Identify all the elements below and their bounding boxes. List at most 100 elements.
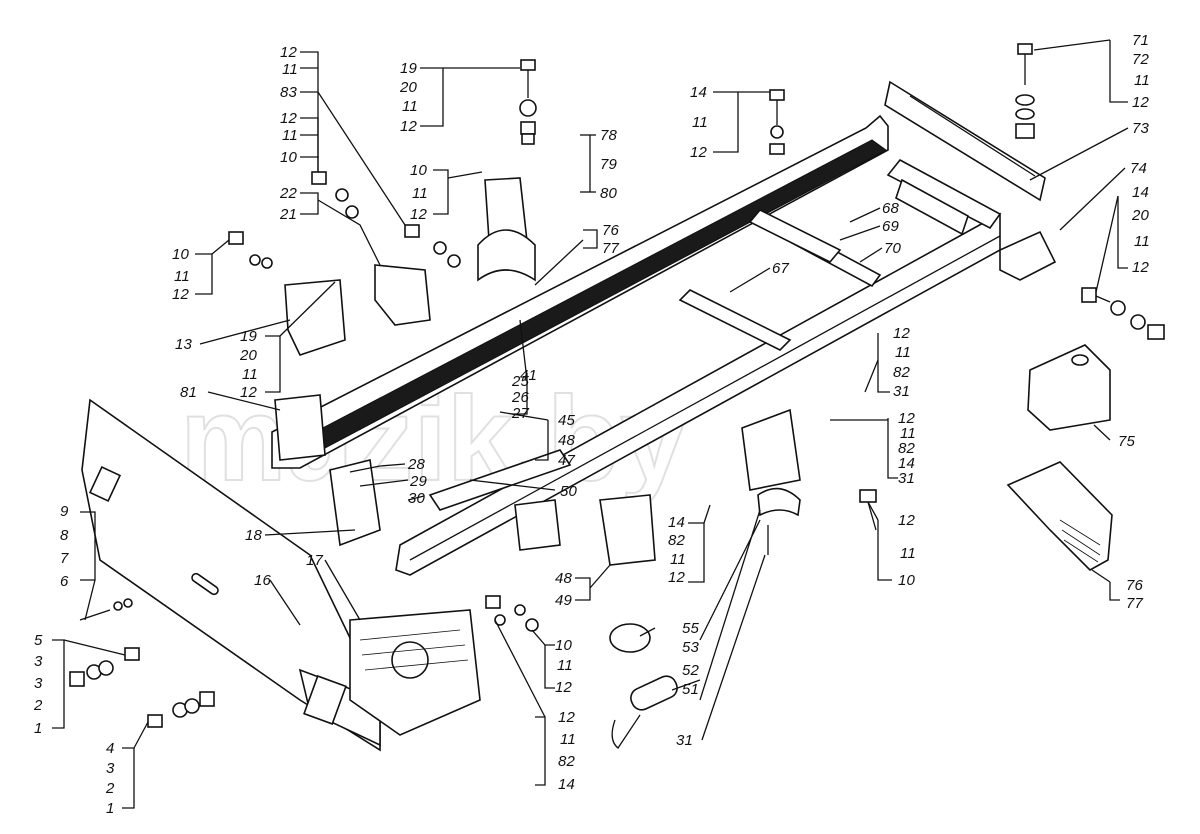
callout: 12 [410,206,428,223]
callout: 31 [898,470,915,487]
bolt-71-head [1017,43,1033,55]
callout: 12 [400,118,418,135]
leader-16 [269,579,301,626]
callout: 16 [254,572,272,589]
leader-45-48-47 [535,420,549,461]
callout: 11 [1134,72,1150,89]
tow-hook-pin [391,641,429,679]
engine-mount-81 [274,394,326,461]
small-parts [69,43,1165,749]
callout: 10 [898,572,916,589]
leader-28 [349,463,406,473]
callout: 20 [399,79,418,96]
callout: 12 [668,569,686,586]
callout: 3 [34,653,43,670]
callout: 12 [172,286,190,303]
leader-71-72 [1109,40,1128,103]
bracket-21 [374,264,431,326]
leader-81 [207,391,281,411]
front-cross-member [428,449,572,511]
leader-31 [701,554,766,741]
leader-68 [849,207,881,223]
callout: 30 [408,490,426,507]
bracket-13 [284,279,346,356]
callout: 11 [242,366,258,383]
mount-48-left [514,499,561,551]
tow-hook-hatching [359,629,469,671]
callout: 31 [676,732,693,749]
callout: 11 [670,551,686,568]
buffer-75 [1027,344,1111,431]
rear-spring-bracket-body [741,408,801,491]
leader-10-11-12-left [195,253,213,295]
callout: 2 [33,697,43,714]
nut-10-12 [525,618,539,632]
callout: 10 [555,637,573,654]
washer-5-3 [98,660,114,676]
washer-8 [123,598,133,608]
callout: 49 [555,592,573,609]
callout: 11 [560,731,576,748]
callout: 6 [60,573,69,590]
washer-4-2 [184,698,200,714]
callout: 1 [34,720,43,737]
nut-83-12 [447,254,461,268]
callout: 12 [893,325,911,342]
tow-eye-74 [999,230,1057,281]
leader-13 [199,319,291,345]
leader-12-11-82-14-bottom [535,716,546,786]
nut-22 [345,205,359,219]
callout: 53 [682,639,700,656]
leader-14-82-11-12 [688,522,705,583]
callout: 1 [106,800,115,817]
callout: 12 [1132,94,1150,111]
callout: 25 [511,373,530,390]
callout: 77 [602,240,620,257]
callout: 4 [106,740,115,757]
callout: 20 [239,347,258,364]
callout: 12 [240,384,258,401]
nut-4-1 [199,691,215,707]
callout: 67 [772,260,790,277]
callout-labels: 12 11 83 12 11 10 22 21 10 11 12 13 19 2… [33,32,1150,817]
callout: 29 [409,473,428,490]
callout: 11 [900,545,916,562]
rear-bracket-edge [909,95,1036,177]
callout: 82 [558,753,576,770]
callout: 9 [60,503,69,520]
callout: 82 [898,440,916,457]
washer-left-11 [249,254,261,266]
leader-19-bolt [420,67,444,127]
callout: 12 [898,410,916,427]
callout: 11 [1134,233,1150,250]
washer-71-11 [1015,108,1035,120]
bolt-74-head [1081,287,1097,303]
callout: 11 [692,114,708,131]
tow-hook-assembly [349,609,481,736]
callout: 69 [882,218,900,235]
leader-48-49 [575,577,591,601]
callout: 70 [884,240,902,257]
leader-67 [729,267,771,293]
leader-12-11-10-right [877,520,892,581]
callout: 48 [558,432,576,449]
leader-14-20-11-12-right [1117,196,1128,269]
callout: 14 [898,455,915,472]
callout: 12 [558,709,576,726]
leader-25-26-27 [512,373,528,415]
bolt-6-shank [79,609,111,621]
washer-74-20 [1110,300,1126,316]
bracket-76-hatching [1059,519,1101,563]
callout: 10 [280,149,298,166]
callout: 68 [882,200,900,217]
pin-52 [611,714,641,749]
callout: 51 [682,681,699,698]
leader-10-11-12-bottom [544,644,555,689]
leader-19-20-11-12 [265,335,281,393]
washer-72 [1015,94,1035,106]
bracket-76-77 [1006,461,1113,571]
washer-83-11 [433,241,447,255]
callout: 7 [60,550,69,567]
rod-53 [699,509,761,701]
leader-29 [359,479,409,487]
